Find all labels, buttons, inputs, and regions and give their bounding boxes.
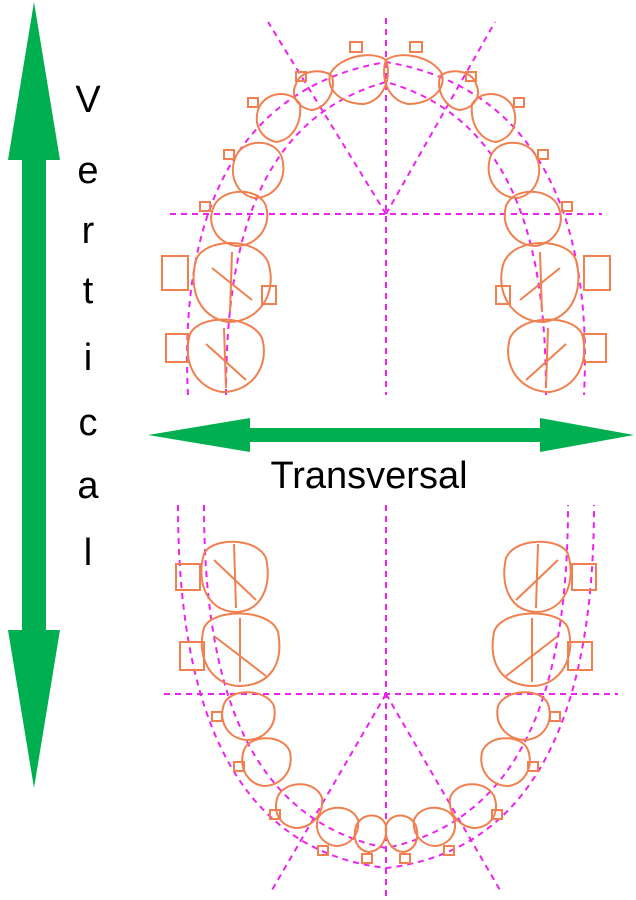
upper-bracket [583, 333, 607, 363]
lower-tooth [200, 612, 281, 688]
upper-bracket [199, 201, 211, 212]
upper-tooth [383, 54, 444, 106]
vertical-letter: c [79, 402, 98, 444]
lower-tooth [503, 540, 572, 614]
lower-teeth [175, 540, 597, 864]
lower-bracket [527, 761, 539, 772]
vertical-label: V e r t i c a l [75, 79, 101, 574]
lower-tooth [241, 737, 292, 788]
lower-bracket [491, 809, 503, 820]
upper-bracket [247, 97, 259, 108]
lower-bracket [179, 641, 205, 671]
upper-tooth [210, 190, 269, 248]
upper-guide-lines [170, 18, 602, 396]
lower-bracket [443, 845, 455, 856]
upper-bracket [495, 285, 511, 305]
lower-tooth [491, 612, 572, 688]
lower-tooth [275, 783, 324, 830]
lower-guide-lines [164, 504, 618, 898]
lower-dental-arch [164, 504, 618, 898]
vertical-letter: r [82, 210, 95, 252]
upper-tooth [503, 190, 562, 248]
upper-tooth [255, 92, 302, 144]
lower-tooth [384, 814, 419, 854]
upper-tooth [192, 242, 272, 324]
upper-bracket [537, 149, 549, 160]
upper-tooth [186, 318, 265, 394]
upper-tooth [487, 141, 541, 200]
upper-tooth [231, 141, 285, 200]
vertical-letter: t [83, 270, 94, 312]
upper-bracket [561, 201, 573, 212]
lower-tooth [353, 814, 388, 854]
lower-bracket [175, 563, 201, 591]
lower-tooth [448, 783, 497, 830]
lower-fissure [213, 543, 267, 682]
lower-tooth [221, 691, 276, 742]
transversal-arrow-shape [148, 418, 634, 452]
vertical-letter: e [77, 150, 98, 192]
lower-tooth [316, 806, 360, 848]
upper-bracket [583, 255, 611, 291]
upper-bracket [349, 41, 363, 53]
transversal-arrow [148, 418, 634, 452]
lower-tooth [496, 691, 551, 742]
lower-tooth [200, 540, 269, 614]
lower-tooth [480, 737, 531, 788]
upper-bracket [165, 333, 189, 363]
upper-fissure [519, 251, 567, 389]
vertical-letter: a [77, 465, 99, 507]
upper-teeth [161, 41, 611, 394]
lower-fissure [505, 543, 559, 682]
upper-bracket [161, 255, 189, 291]
vertical-letter: i [84, 337, 92, 379]
lower-bracket [571, 563, 597, 591]
upper-bracket [295, 71, 307, 82]
upper-tooth [500, 242, 580, 324]
lower-bracket [233, 761, 245, 772]
lower-bracket [317, 845, 329, 856]
upper-bracket [465, 71, 477, 82]
transversal-label: Transversal [270, 455, 467, 497]
upper-fissure [205, 251, 253, 389]
upper-bracket [513, 97, 525, 108]
upper-tooth [470, 92, 517, 144]
lower-bracket [399, 853, 411, 864]
upper-bracket [261, 285, 277, 305]
upper-tooth [507, 318, 586, 394]
vertical-arrow [8, 2, 60, 788]
lower-bracket [361, 853, 373, 864]
vertical-letter: l [84, 532, 92, 574]
vertical-letter: V [75, 79, 101, 121]
upper-dental-arch [161, 18, 611, 396]
lower-bracket [567, 641, 593, 671]
lower-bracket [269, 809, 281, 820]
upper-bracket [223, 149, 235, 160]
vertical-arrow-shape [8, 2, 60, 788]
upper-bracket [409, 41, 423, 53]
lower-bracket [211, 711, 223, 722]
lower-tooth [412, 806, 456, 848]
lower-bracket [549, 711, 561, 722]
